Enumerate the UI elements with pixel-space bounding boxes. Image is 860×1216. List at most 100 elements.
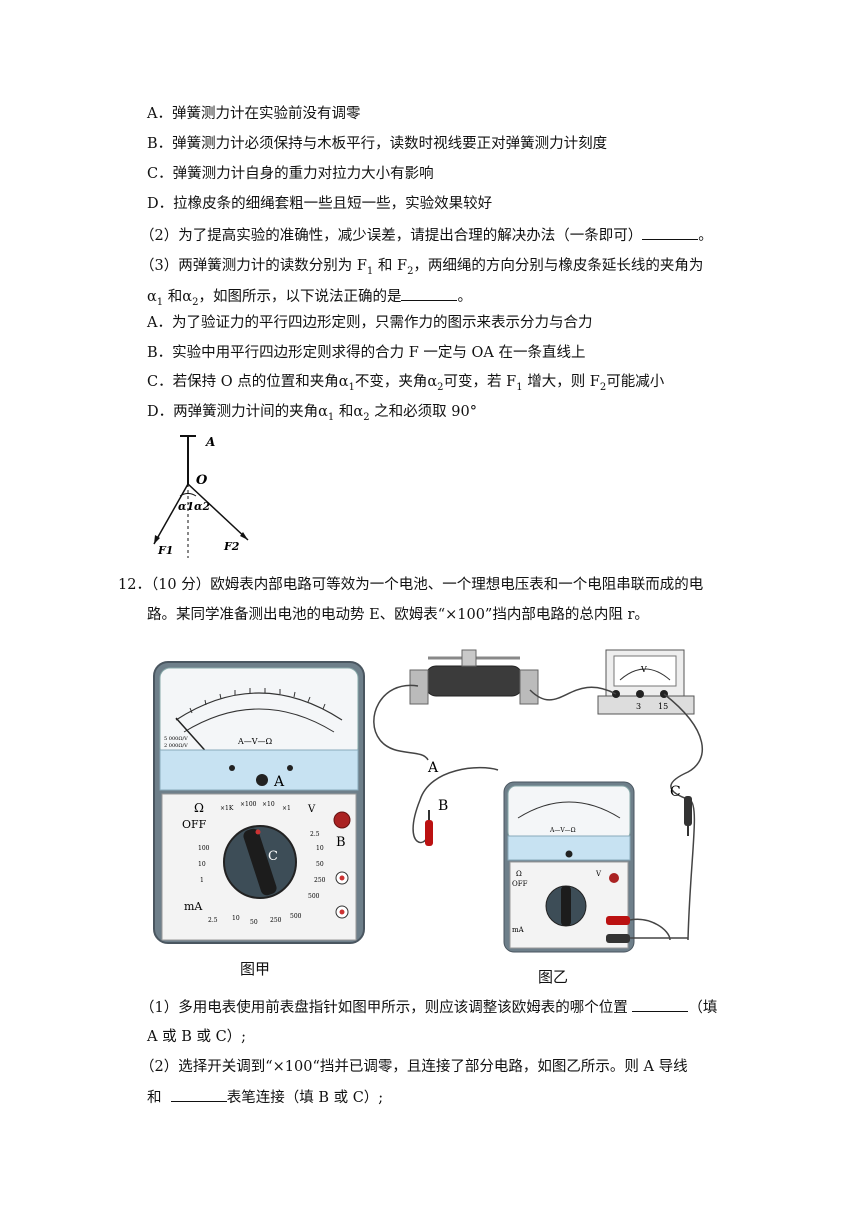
q11-p3-option-a: A．为了验证力的平行四边形定则，只需作力的图示来表示分力与合力 xyxy=(147,315,593,331)
small-terminal-plus[interactable] xyxy=(609,873,619,883)
svg-text:500: 500 xyxy=(308,893,320,900)
answer-blank[interactable] xyxy=(401,286,458,301)
multimeter-jia: A—V—Ω 5 000Ω/V 2 000Ω/V A Ω OFF mA V ×1K… xyxy=(153,661,365,944)
rheostat-end xyxy=(409,669,429,705)
svg-text:10: 10 xyxy=(198,861,206,868)
scale-arc xyxy=(175,692,343,721)
svg-text:50: 50 xyxy=(316,861,324,868)
svg-text:2.5: 2.5 xyxy=(208,917,218,924)
circuit-yi: V 3 15 A B C A—V—Ω Ω OFF mA V xyxy=(373,649,703,953)
ma-label: mA xyxy=(184,900,203,913)
label-c: C xyxy=(268,849,278,864)
wire-rheostat-volt xyxy=(529,686,617,701)
svg-text:250: 250 xyxy=(314,877,326,884)
small-scale-arc xyxy=(517,801,621,819)
off-label: OFF xyxy=(182,818,207,831)
svg-text:×1K: ×1K xyxy=(220,805,234,812)
svg-text:×100: ×100 xyxy=(240,801,257,808)
plugged-probe-black xyxy=(606,934,630,943)
q11-p3-option-b: B．实验中用平行四边形定则求得的合力 F 一定与 OA 在一条直线上 xyxy=(147,345,586,361)
label-f1: F1 xyxy=(157,544,173,557)
label-alpha1: α1 xyxy=(178,500,194,513)
svg-text:10: 10 xyxy=(316,845,324,852)
q11-option-c: C．弹簧测力计自身的重力对拉力大小有影响 xyxy=(147,166,434,182)
terminal-plus[interactable] xyxy=(333,811,351,829)
q12-part2-line2: 和 表笔连接（填 B 或 C）; xyxy=(147,1087,383,1108)
svg-text:×1: ×1 xyxy=(282,805,291,812)
q12-part2-line1: （2）选择开关调到“×100“挡并已调零，且连接了部分电路，如图乙所示。则 A … xyxy=(140,1059,688,1075)
q11-option-a: A．弹簧测力计在实验前没有调零 xyxy=(147,106,361,122)
sens-label-1: 5 000Ω/V xyxy=(164,736,188,742)
svg-text:OFF: OFF xyxy=(512,880,528,888)
fig-yi-caption: 图乙 xyxy=(538,968,569,986)
svg-text:15: 15 xyxy=(658,702,668,711)
sens-label-2: 2 000Ω/V xyxy=(164,743,188,749)
v-label: V xyxy=(307,804,316,815)
force-diagram: A O α1 α2 F1 F2 xyxy=(153,435,249,558)
svg-text:Ω: Ω xyxy=(516,870,522,878)
voltmeter-arc xyxy=(619,668,671,681)
knob-pointer xyxy=(255,829,261,835)
q12-part1-line2: A 或 B 或 C）; xyxy=(147,1029,247,1045)
q11-option-d: D．拉橡皮条的细绳套粗一些且短一些，实验效果较好 xyxy=(147,196,493,212)
q12-line2: 路。某同学准备测出电池的电动势 E、欧姆表“×100”挡内部电路的总内阻 r。 xyxy=(147,607,649,623)
q11-part3-line2: α1 和α2，如图所示，以下说法正确的是。 xyxy=(147,286,472,313)
q11-p3-option-d: D．两弹簧测力计间的夹角α1 和α2 之和必须取 90° xyxy=(147,404,477,423)
voltmeter-base xyxy=(597,695,695,715)
wire-b xyxy=(412,766,499,844)
small-knob-handle[interactable] xyxy=(561,886,571,926)
circuit-label-a: A xyxy=(427,760,439,776)
arrow-f1 xyxy=(154,535,160,544)
fig-jia-caption: 图甲 xyxy=(240,960,271,978)
q11-p3-option-c: C．若保持 O 点的位置和夹角α1不变，夹角α2可变，若 F1 增大，则 F2可… xyxy=(147,374,665,393)
answer-blank[interactable] xyxy=(170,1087,227,1102)
q11-part3-line1: （3）两弹簧测力计的读数分别为 F1 和 F2，两细绳的方向分别与橡皮条延长线的… xyxy=(140,258,704,277)
label-b: B xyxy=(336,835,346,850)
small-zero-adjust[interactable] xyxy=(565,850,573,858)
svg-text:mA: mA xyxy=(512,926,525,934)
plugged-probe-red xyxy=(606,916,630,925)
wire-a xyxy=(373,684,429,761)
arrow-f2 xyxy=(240,532,248,540)
probe-b[interactable] xyxy=(425,820,433,846)
svg-text:A—V—Ω: A—V—Ω xyxy=(549,827,576,834)
answer-blank[interactable] xyxy=(632,997,689,1012)
probe-c[interactable] xyxy=(684,796,692,826)
wire-c xyxy=(663,693,703,941)
rheostat-coil xyxy=(425,665,523,697)
angle-arc xyxy=(179,492,197,497)
label-o: O xyxy=(196,473,208,488)
string-f1 xyxy=(153,483,189,545)
svg-text:3: 3 xyxy=(636,702,641,711)
svg-text:×10: ×10 xyxy=(262,801,275,808)
svg-text:1: 1 xyxy=(200,877,204,884)
svg-text:2.5: 2.5 xyxy=(310,831,320,838)
svg-text:V: V xyxy=(640,665,647,674)
zero-adjust-a[interactable] xyxy=(256,774,268,786)
voltmeter-terminal[interactable] xyxy=(636,690,644,698)
circuit-label-b: B xyxy=(438,798,448,814)
svg-text:10: 10 xyxy=(232,915,240,922)
svg-text:250: 250 xyxy=(270,917,282,924)
q12-line1: 12．（10 分）欧姆表内部电路可等效为一个电池、一个理想电压表和一个电阻串联而… xyxy=(118,577,704,593)
voltmeter-dial xyxy=(613,655,677,687)
ohm-label: Ω xyxy=(194,801,204,815)
label-f2: F2 xyxy=(223,540,240,553)
rheostat-slider[interactable] xyxy=(461,649,477,667)
answer-blank[interactable] xyxy=(642,225,699,240)
scale-ticks xyxy=(189,688,326,714)
svg-text:V: V xyxy=(595,870,602,878)
scale-arc-2 xyxy=(183,708,335,733)
svg-text:100: 100 xyxy=(198,845,210,852)
svg-text:50: 50 xyxy=(250,919,258,926)
q11-part2: （2）为了提高实验的准确性，减少误差，请提出合理的解决办法（一条即可）。 xyxy=(140,225,713,246)
rheostat-end xyxy=(519,669,539,705)
svg-text:500: 500 xyxy=(290,913,302,920)
string-f2 xyxy=(187,483,249,541)
screw xyxy=(229,765,235,771)
q11-option-b: B．弹簧测力计必须保持与木板平行，读数时视线要正对弹簧测力计刻度 xyxy=(147,136,608,152)
label-a: A xyxy=(273,774,285,790)
knob-handle[interactable] xyxy=(242,827,278,897)
circuit-label-c: C xyxy=(670,784,681,800)
label-a: A xyxy=(205,435,215,449)
